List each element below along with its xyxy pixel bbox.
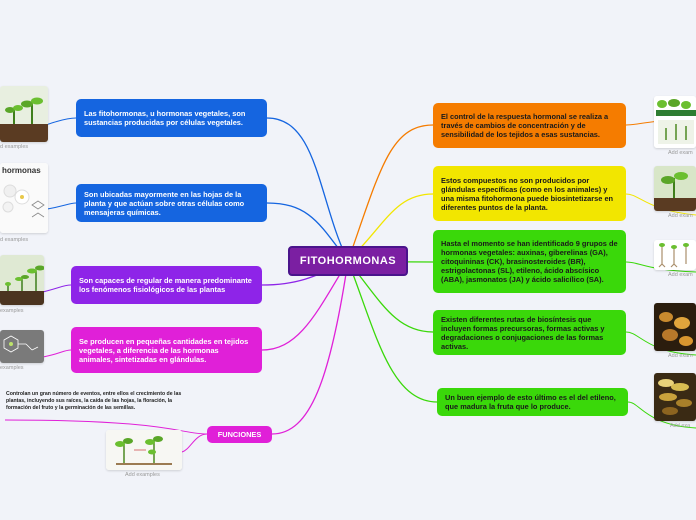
add-examples-label[interactable]: d examples	[0, 144, 29, 150]
add-examples-label[interactable]: examples	[0, 308, 24, 314]
topic-text: El control de la respuesta hormonal se r…	[441, 112, 609, 139]
image-caption: hormonas	[2, 166, 41, 175]
add-examples-label[interactable]: Add examples	[125, 472, 160, 478]
topic-rutas-biosintesis[interactable]: Existen diferentes rutas de biosíntesis …	[433, 310, 626, 355]
topic-text: Son ubicadas mayormente en las hojas de …	[84, 189, 245, 217]
add-examples-label[interactable]: Add exam	[668, 150, 693, 156]
topic-control-respuesta[interactable]: El control de la respuesta hormonal se r…	[433, 103, 626, 148]
link-left-1	[266, 117, 349, 262]
topic-etileno[interactable]: Un buen ejemplo de esto último es el del…	[437, 388, 628, 416]
topic-text: FUNCIONES	[217, 430, 262, 439]
topic-text: Existen diferentes rutas de biosíntesis …	[441, 314, 605, 351]
topic-text: Son capaces de regular de manera predomi…	[79, 276, 252, 294]
topic-regulacion[interactable]: Son capaces de regular de manera predomi…	[71, 266, 262, 304]
topic-text: Estos compuestos no son producidos por g…	[441, 175, 614, 212]
example-image-funciones[interactable]	[106, 430, 182, 470]
link-funciones	[271, 260, 349, 435]
topic-grupos-hormonas[interactable]: Hasta el momento se han identificado 9 g…	[433, 230, 626, 293]
example-image-roots[interactable]	[654, 240, 696, 270]
add-examples-label[interactable]: d examples	[0, 237, 29, 243]
example-image-plant[interactable]	[654, 166, 696, 211]
example-image-hormonas[interactable]: hormonas	[0, 163, 48, 233]
add-examples-label[interactable]: Add exam	[668, 353, 693, 359]
add-examples-label[interactable]: Add exa	[670, 423, 691, 429]
example-image-molecule[interactable]	[0, 330, 44, 363]
topic-ubicacion[interactable]: Son ubicadas mayormente en las hojas de …	[76, 184, 267, 222]
add-examples-label[interactable]: Add exam	[668, 272, 693, 278]
add-examples-label[interactable]: examples	[0, 365, 24, 371]
example-image-fruit[interactable]	[654, 373, 696, 421]
link-right-5	[347, 260, 438, 403]
example-image-seedlings[interactable]	[0, 86, 48, 142]
example-image-seeds[interactable]	[654, 303, 696, 351]
topic-text: Se producen en pequeñas cantidades en te…	[79, 336, 249, 364]
topic-text: Las fitohormonas, u hormonas vegetales, …	[84, 109, 246, 127]
topic-fitohormonas-definicion[interactable]: Las fitohormonas, u hormonas vegetales, …	[76, 99, 267, 137]
example-image-tipos-hormonas[interactable]	[654, 96, 696, 148]
topic-text: Un buen ejemplo de esto último es el del…	[445, 393, 616, 411]
link-right-1	[347, 124, 434, 262]
central-topic[interactable]: FITOHORMONAS	[288, 246, 408, 276]
example-image-growth[interactable]	[0, 255, 44, 305]
topic-text: Hasta el momento se han identificado 9 g…	[441, 239, 618, 284]
topic-produccion[interactable]: Se producen en pequeñas cantidades en te…	[71, 327, 262, 373]
add-examples-label[interactable]: Add exam	[668, 213, 693, 219]
topic-compuestos[interactable]: Estos compuestos no son producidos por g…	[433, 166, 626, 221]
link-left-4	[261, 260, 349, 351]
funciones-note[interactable]: Controlan un gran número de eventos, ent…	[6, 391, 182, 411]
topic-funciones[interactable]: FUNCIONES	[207, 426, 272, 443]
